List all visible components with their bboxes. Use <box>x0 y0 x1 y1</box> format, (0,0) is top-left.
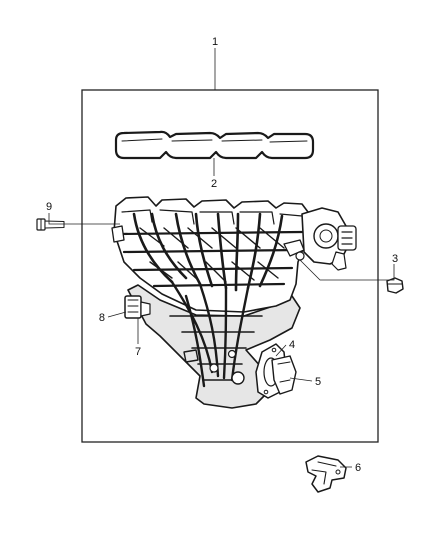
part-5-fitting[interactable] <box>271 355 297 395</box>
callout-9: 9 <box>46 201 52 213</box>
callout-4: 4 <box>289 339 295 351</box>
leader-3 <box>299 259 395 281</box>
callout-1: 1 <box>212 36 218 48</box>
callout-5: 5 <box>315 376 321 388</box>
callout-2: 2 <box>211 178 217 190</box>
callout-8: 8 <box>99 312 105 324</box>
leader-8 <box>107 311 127 318</box>
leader-4 <box>275 344 287 357</box>
leader-5 <box>289 377 313 382</box>
assembly-frame <box>81 89 379 443</box>
part-3-nut[interactable] <box>386 277 404 294</box>
part-2-gasket[interactable] <box>114 130 315 160</box>
part-6-bracket[interactable] <box>305 455 347 493</box>
callout-7: 7 <box>135 346 141 358</box>
part-9-bolt[interactable] <box>36 218 65 231</box>
callout-6: 6 <box>355 462 361 474</box>
part-8-sensor[interactable] <box>124 295 151 319</box>
callout-3: 3 <box>392 253 398 265</box>
leader-lines <box>48 48 395 468</box>
callouts: 1 2 3 4 5 6 7 8 9 <box>46 36 398 474</box>
leader-9 <box>48 213 120 225</box>
